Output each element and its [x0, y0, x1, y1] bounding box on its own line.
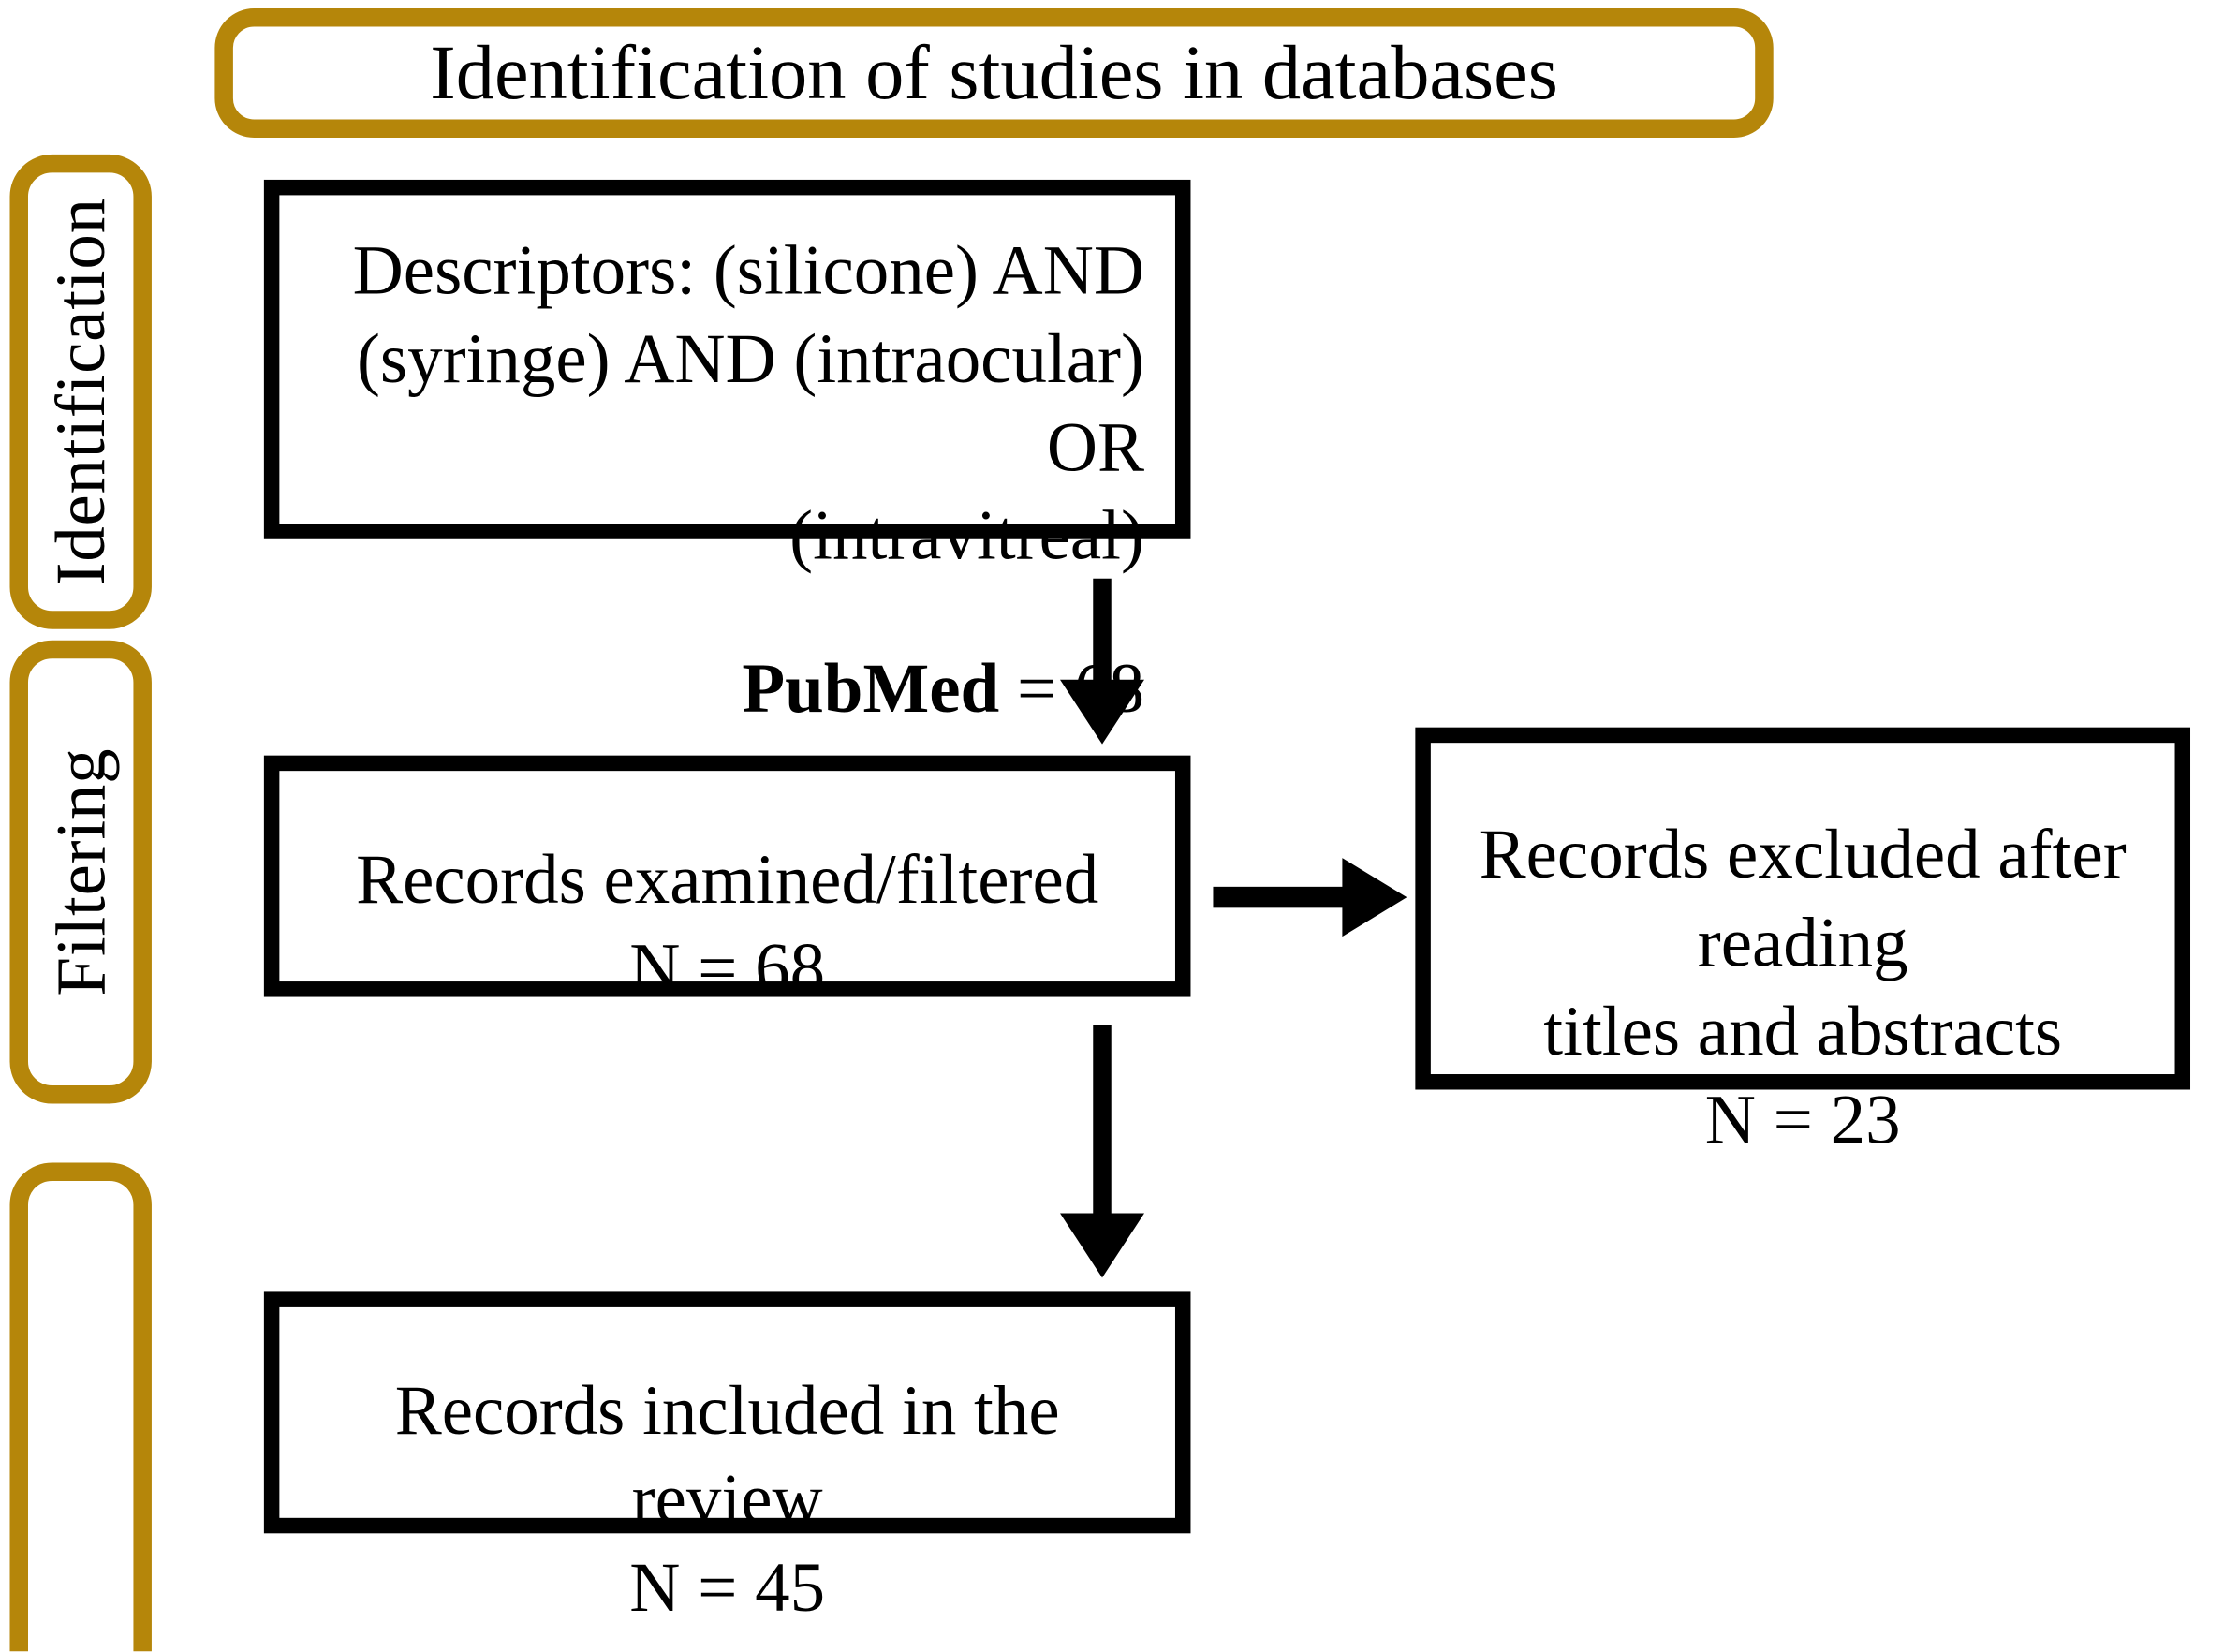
connector-shaft — [1093, 578, 1112, 697]
node-records-examined: Records examined/filtered N = 68 — [263, 755, 1191, 1007]
node-records-included-title: Records included in the review — [394, 1370, 1060, 1538]
connector-shaft — [1213, 886, 1360, 908]
node-descriptors-source-label: PubMed — [742, 648, 1000, 728]
node-records-included-count: N = 45 — [629, 1547, 826, 1627]
node-descriptors-line-1: Descriptors: (silicone) AND — [352, 229, 1144, 309]
stage-rail-label-identification: Identification — [41, 198, 121, 586]
arrow-head-right-icon — [1342, 858, 1407, 937]
stage-rail-identification: Identification — [9, 154, 152, 629]
connector-examined-to-excluded — [1213, 857, 1407, 938]
node-records-excluded-line-2: titles and abstracts — [1543, 991, 2063, 1070]
stage-rail-included: Included — [9, 1162, 152, 1652]
node-descriptors-line-2: (syringe) AND (intraocular) OR — [356, 318, 1144, 486]
node-descriptors-line-3: (intravitreal) — [789, 495, 1144, 575]
stage-rail-label-filtering: Filtering — [41, 747, 121, 996]
spacer — [310, 580, 1144, 644]
node-records-excluded-line-1: Records excluded after reading — [1479, 814, 2127, 982]
stage-banner-label: Identification of studies in databases — [430, 30, 1558, 116]
connector-examined-to-included — [1060, 1025, 1144, 1278]
node-records-excluded: Records excluded after reading titles an… — [1415, 727, 2191, 1158]
arrow-head-down-icon — [1060, 679, 1144, 745]
node-records-included: Records included in the review N = 45 — [263, 1291, 1191, 1626]
stage-rail-filtering: Filtering — [9, 640, 152, 1104]
node-records-excluded-count: N = 23 — [1704, 1080, 1901, 1158]
arrow-head-down-icon — [1060, 1213, 1144, 1278]
node-records-examined-title: Records examined/filtered — [356, 839, 1099, 919]
node-descriptors: Descriptors: (silicone) AND (syringe) AN… — [263, 179, 1191, 728]
connector-shaft — [1093, 1025, 1112, 1231]
node-records-examined-count: N = 68 — [629, 928, 826, 1008]
connector-descriptors-to-examined — [1060, 578, 1144, 745]
stage-banner-identification-databases: Identification of studies in databases — [214, 7, 1774, 138]
